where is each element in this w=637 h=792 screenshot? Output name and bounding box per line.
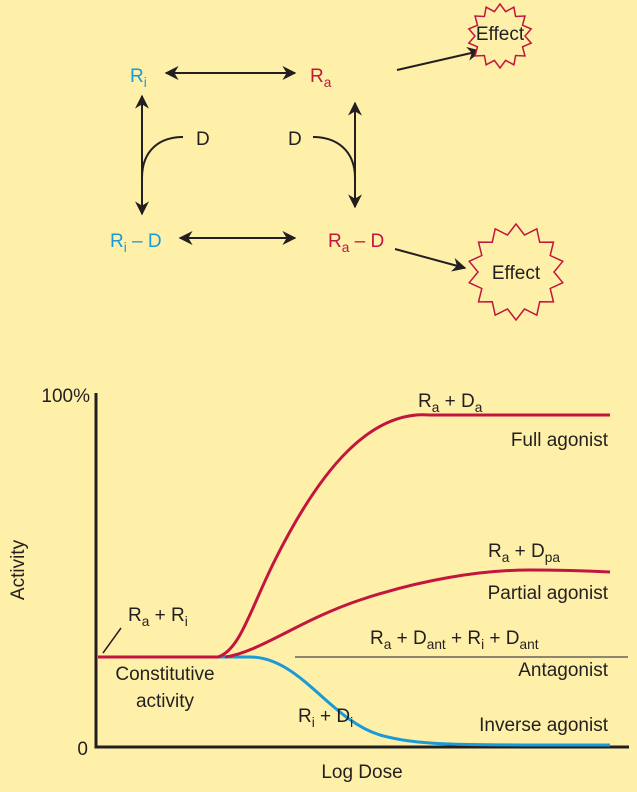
drug-label-right: D [288, 129, 302, 150]
label-text: R [328, 231, 342, 252]
label-text: – D [127, 231, 162, 252]
ra-d-label: Ra – D [328, 231, 384, 255]
partial-agonist-label: Partial agonist [488, 583, 609, 604]
label-text: + D [484, 628, 519, 649]
graph-axes [94, 393, 629, 749]
label-text: R [370, 628, 384, 649]
effect-small-starburst [467, 2, 533, 70]
subscript: a [384, 637, 392, 652]
subscript: pa [545, 550, 561, 565]
subscript: i [144, 75, 147, 90]
receptor-scheme: Ri Ra Effect D D Ri – D Ra – D Effect [110, 2, 564, 322]
constitutive-label-2: activity [136, 691, 195, 712]
ri-label: Ri [130, 66, 147, 90]
dose-response-graph: 100% 0 Activity Log Dose Ra + Da Full ag… [8, 386, 629, 783]
label-text: R [298, 706, 312, 727]
drug-binding-curve-right [312, 136, 356, 179]
label-text: + R [149, 605, 184, 626]
label-text: – D [349, 231, 384, 252]
subscript: ant [427, 637, 446, 652]
label-text: R [130, 66, 144, 87]
inverse-agonist-label: Inverse agonist [479, 715, 609, 736]
full-agonist-formula: Ra + Da [418, 391, 483, 415]
rad-effect-arrow [394, 248, 467, 272]
effect-large-label: Effect [492, 263, 541, 284]
label-text: + D [509, 541, 544, 562]
full-agonist-label: Full agonist [511, 430, 609, 451]
subscript: ant [520, 637, 539, 652]
inverse-agonist-curve [98, 655, 611, 747]
constitutive-formula: Ra + Ri [128, 605, 188, 629]
label-text: + D [315, 706, 350, 727]
partial-agonist-curve [224, 568, 611, 659]
label-text: + D [391, 628, 426, 649]
y-top-tick: 100% [41, 386, 90, 407]
inverse-agonist-formula: Ri + Di [298, 706, 353, 730]
ri-d-label: Ri – D [110, 231, 162, 255]
label-text: R [310, 66, 324, 87]
subscript: i [312, 715, 315, 730]
constitutive-label-1: Constitutive [115, 664, 214, 685]
y-axis-label: Activity [8, 539, 29, 600]
drug-binding-curve-left [141, 136, 184, 179]
subscript: a [342, 240, 350, 255]
ra-effect-arrow [396, 46, 482, 71]
label-text: R [128, 605, 142, 626]
effect-small-label: Effect [476, 24, 525, 45]
constitutive-leader-line [102, 627, 122, 654]
subscript: a [142, 614, 150, 629]
antagonist-formula: Ra + Dant + Ri + Dant [370, 628, 539, 652]
subscript: a [432, 400, 440, 415]
label-text: + R [446, 628, 481, 649]
label-text: R [488, 541, 502, 562]
partial-agonist-formula: Ra + Dpa [488, 541, 560, 565]
subscript: a [324, 75, 332, 90]
subscript: a [475, 400, 483, 415]
ra-label: Ra [310, 66, 332, 90]
subscript: i [124, 240, 127, 255]
full-agonist-curve [98, 413, 610, 659]
effect-large-starburst [468, 222, 564, 322]
x-axis-label: Log Dose [321, 762, 402, 783]
subscript: i [481, 637, 484, 652]
subscript: i [350, 715, 353, 730]
subscript: a [502, 550, 510, 565]
drug-label-left: D [196, 129, 210, 150]
subscript: i [185, 614, 188, 629]
label-text: + D [439, 391, 474, 412]
antagonist-label: Antagonist [518, 660, 609, 681]
y-zero-tick: 0 [77, 739, 88, 760]
label-text: R [418, 391, 432, 412]
label-text: R [110, 231, 124, 252]
